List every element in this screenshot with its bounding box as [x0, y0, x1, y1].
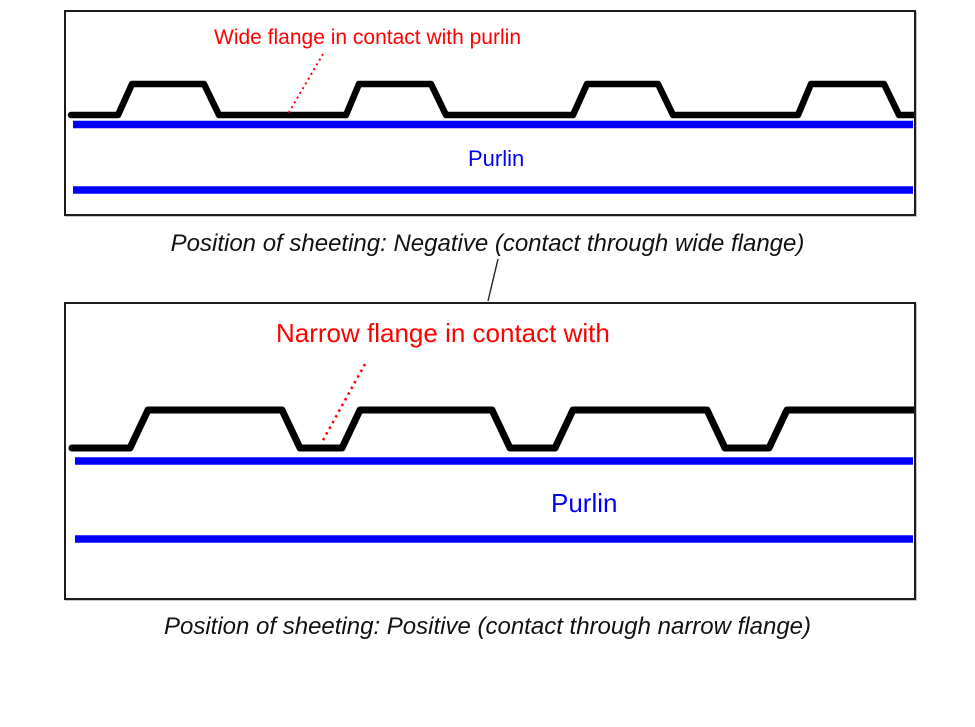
sheeting-profile-positive [68, 406, 914, 452]
positive-panel-drawing [68, 363, 914, 543]
negative-position-panel: Wide flange in contact with purlin Purli… [64, 10, 916, 216]
caption-negative: Position of sheeting: Negative (contact … [170, 230, 805, 257]
caption-positive: Position of sheeting: Positive (contact … [163, 613, 812, 640]
leader-line-wide-flange [287, 53, 324, 115]
caption-connector-line [487, 258, 499, 302]
purlin-label-negative: Purlin [468, 146, 525, 171]
positive-position-panel: Narrow flange in contact with Purlin [64, 302, 916, 600]
leader-line-narrow-flange [320, 363, 367, 443]
annotation-wide-flange: Wide flange in contact with purlin [214, 26, 521, 49]
purlin-label-positive: Purlin [551, 488, 618, 518]
annotation-narrow-flange: Narrow flange in contact with [276, 318, 610, 348]
negative-panel-drawing [67, 53, 914, 194]
sheeting-profile-negative [67, 80, 914, 119]
